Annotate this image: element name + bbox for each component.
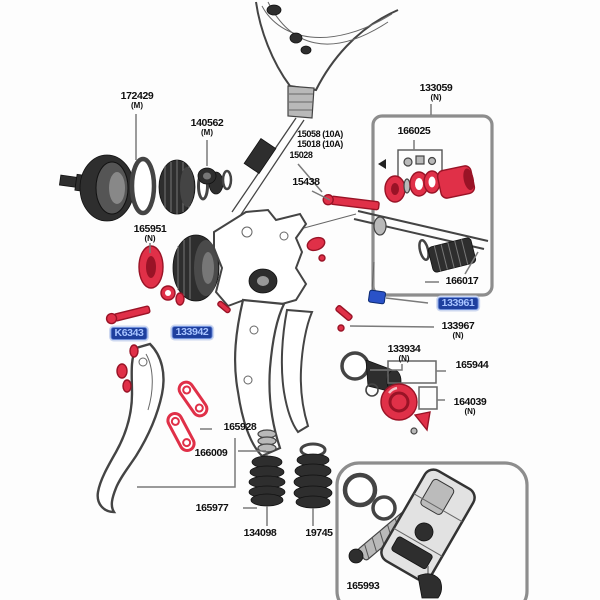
part-number: 15058 (10A): [297, 129, 343, 139]
pulley-and-rings: [58, 154, 233, 222]
boot-left: [248, 455, 286, 526]
part-number: 165993: [346, 580, 380, 592]
part-number: 133967: [441, 320, 475, 332]
part-label-133961[interactable]: 133961: [437, 297, 479, 311]
part-label-140562[interactable]: 140562(M): [190, 117, 224, 138]
part-label-note: (M): [130, 101, 143, 111]
part-number: 19745: [305, 527, 333, 539]
part-label-133934[interactable]: 133934(N): [387, 343, 421, 364]
part-number: 133934: [387, 343, 421, 355]
part-label-15018[interactable]: 15018 (10A): [297, 139, 343, 149]
boot-right: [293, 442, 333, 526]
part-number: 164039: [453, 396, 487, 408]
part-label-note: (N): [430, 93, 442, 103]
part-number: K6343: [114, 327, 144, 339]
part-label-166009[interactable]: 166009: [194, 447, 228, 459]
red-disc-assembly[interactable]: [365, 383, 445, 435]
part-label-note: (N): [398, 354, 410, 364]
part-label-172429[interactable]: 172429(M): [120, 90, 154, 111]
part-number: 133961: [441, 297, 475, 309]
part-label-166017[interactable]: 166017: [445, 275, 479, 287]
detail-box-133059: [353, 114, 494, 297]
part-label-165993[interactable]: 165993: [346, 580, 380, 592]
part-label-15028[interactable]: 15028: [289, 150, 313, 160]
stand-lever: [96, 342, 165, 514]
leader-lines: [135, 104, 432, 509]
part-number: 140562: [190, 117, 224, 129]
part-number: 166009: [194, 447, 228, 459]
main-housing: [172, 208, 357, 458]
small-bearing: [197, 167, 217, 185]
part-label-19745[interactable]: 19745: [305, 527, 333, 539]
part-label-note: (N): [464, 407, 476, 417]
pump-body: [380, 468, 476, 582]
part-label-note: (N): [452, 331, 464, 341]
part-label-165928[interactable]: 165928: [223, 421, 257, 433]
red-link-plate: [166, 412, 196, 452]
red-highlighted-hardware[interactable]: [105, 245, 210, 453]
intake-horn: [231, 1, 399, 217]
part-number: 172429: [120, 90, 154, 102]
part-label-15438[interactable]: 15438: [292, 176, 320, 188]
part-number: 166017: [445, 275, 479, 287]
part-label-K6343[interactable]: K6343: [110, 327, 148, 341]
red-fragment-133967[interactable]: [335, 305, 435, 332]
part-number: 165944: [455, 359, 489, 371]
part-number: 133059: [419, 82, 453, 94]
part-label-164039[interactable]: 164039(N): [453, 396, 487, 417]
part-label-133942[interactable]: 133942: [171, 326, 213, 340]
part-number: 165977: [195, 502, 229, 514]
part-label-165951[interactable]: 165951(N): [133, 223, 167, 244]
part-label-134098[interactable]: 134098: [243, 527, 277, 539]
part-label-note: (M): [200, 128, 213, 138]
part-number: 166025: [397, 125, 431, 137]
part-number: 165928: [223, 421, 257, 433]
detail-box-165993: [335, 461, 529, 600]
selected-part-133961[interactable]: [368, 261, 429, 305]
part-number: 15018 (10A): [297, 139, 343, 149]
part-number: 15438: [292, 176, 320, 188]
part-number: 165951: [133, 223, 167, 235]
part-label-15058[interactable]: 15058 (10A): [297, 129, 343, 139]
part-label-133967[interactable]: 133967(N): [441, 320, 475, 341]
red-bolt: [105, 305, 151, 325]
part-label-note: (N): [144, 234, 156, 244]
part-label-166025[interactable]: 166025: [397, 125, 431, 137]
washer-stack: [257, 429, 277, 460]
part-label-165977[interactable]: 165977: [195, 502, 229, 514]
part-number: 133942: [175, 326, 209, 338]
part-number: 15028: [289, 150, 313, 160]
part-number: 134098: [243, 527, 277, 539]
part-label-165944[interactable]: 165944: [455, 359, 489, 371]
red-link-plate: [177, 380, 209, 418]
part-label-133059[interactable]: 133059(N): [419, 82, 453, 103]
